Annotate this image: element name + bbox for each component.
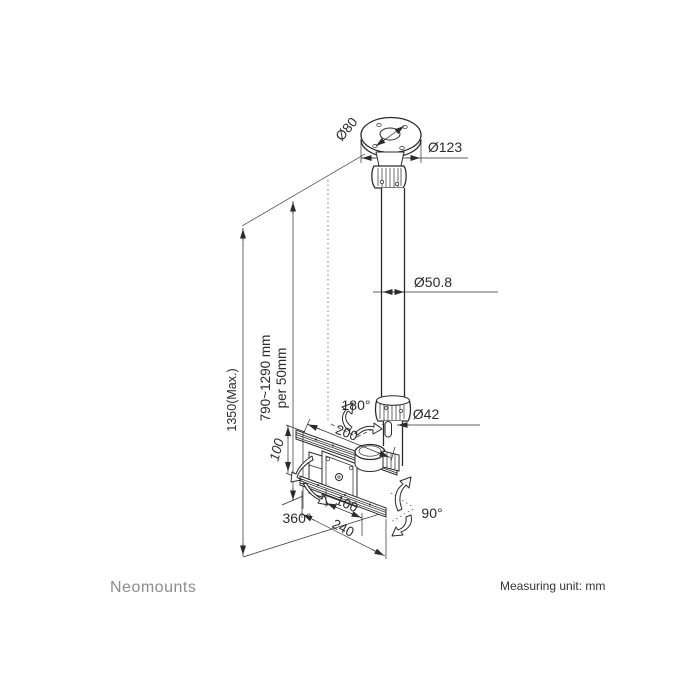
footer: Neomounts Measuring unit: mm xyxy=(110,579,605,596)
label-bolt-circle-diameter: Ø80 xyxy=(333,115,361,144)
label-tilt: 90° xyxy=(421,505,442,521)
label-arm-length: 200 xyxy=(333,422,359,444)
label-bracket-width: 240 xyxy=(330,516,357,540)
label-plate-diameter: Ø123 xyxy=(428,139,462,155)
bottom-rail xyxy=(299,475,387,518)
rotate-180-arc-arrow-icon xyxy=(341,402,354,432)
tilt-down-arrow-icon xyxy=(391,514,412,537)
tilt-annotation: 90° xyxy=(391,476,443,537)
height-dimensions: 1350(Max.) 790~1290 mm per 50mm xyxy=(225,153,387,558)
bracket-swivel-annotation: 360° xyxy=(283,455,329,526)
height-adjustment-collar xyxy=(374,395,412,422)
ceiling-plate xyxy=(360,116,422,158)
label-lower-pole-diameter: Ø42 xyxy=(413,406,440,422)
upper-adjustment-collar xyxy=(371,151,407,189)
label-upper-pole-diameter: Ø50.8 xyxy=(414,274,452,290)
label-bracket-swivel: 360° xyxy=(283,510,312,526)
pole-swivel-annotation: 180° xyxy=(341,397,383,436)
tilt-up-arrow-icon xyxy=(394,476,412,512)
plate-diameter-dimension: Ø123 xyxy=(360,139,468,163)
label-pole-swivel: 180° xyxy=(342,397,371,413)
rotate-180-hook-arrow-icon xyxy=(354,422,383,436)
label-height-range-2: per 50mm xyxy=(274,348,289,409)
label-max-height: 1350(Max.) xyxy=(225,368,239,431)
pole-diameter-dimension: Ø50.8 xyxy=(373,274,498,295)
rotate-360-left-arrow-icon xyxy=(290,455,314,483)
measuring-unit-note: Measuring unit: mm xyxy=(500,579,605,593)
label-height-range-1: 790~1290 mm xyxy=(258,335,273,422)
lower-pole-diameter-dimension: Ø42 xyxy=(397,406,480,428)
brand-logo: Neomounts xyxy=(110,579,196,596)
telescopic-pole xyxy=(380,188,406,400)
label-vesa-vertical: 100 xyxy=(266,437,286,463)
